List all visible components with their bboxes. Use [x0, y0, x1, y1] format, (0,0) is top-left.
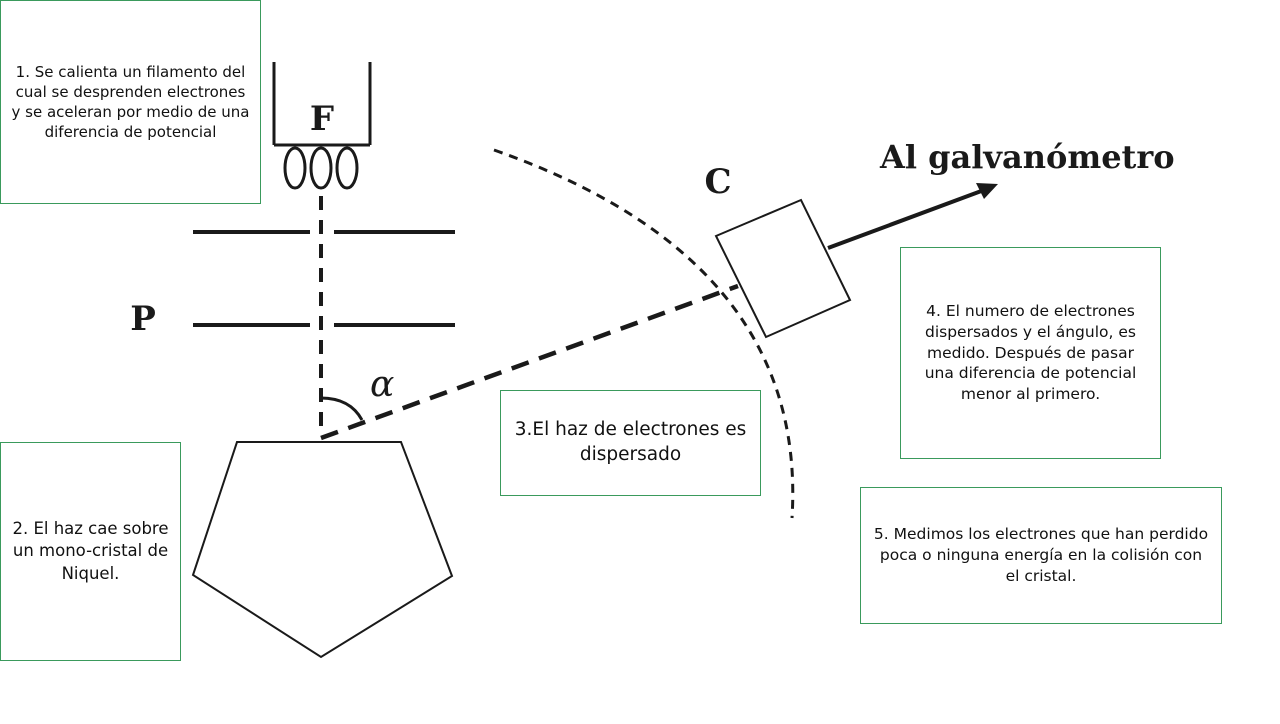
detector-collector: [714, 198, 852, 339]
detector-arc: [493, 148, 795, 519]
step-2-box: 2. El haz cae sobre un mono-cristal de N…: [0, 442, 181, 661]
nickel-crystal: [191, 441, 454, 659]
label-f: F: [310, 99, 334, 139]
angle-arc: [320, 396, 364, 421]
step-5-text: 5. Medimos los electrones que han perdid…: [873, 525, 1209, 585]
scattered-beam: [320, 283, 739, 441]
step-5-box: 5. Medimos los electrones que han perdid…: [860, 487, 1222, 624]
step-4-text: 4. El numero de electrones dispersados y…: [924, 301, 1137, 404]
galvanometer-arrowhead: [976, 183, 998, 199]
label-galvanometer: Al galvanómetro: [879, 138, 1175, 176]
step-3-box: 3.El haz de electrones es dispersado: [500, 390, 761, 496]
label-c: C: [704, 162, 731, 202]
step-4-box: 4. El numero de electrones dispersados y…: [900, 247, 1161, 459]
step-2-text: 2. El haz cae sobre un mono-cristal de N…: [12, 519, 169, 583]
step-3-text: 3.El haz de electrones es dispersado: [514, 419, 747, 465]
label-p: P: [130, 299, 156, 339]
accelerating-plates: [193, 230, 455, 327]
filament-housing: [272, 62, 372, 147]
step-1-text: 1. Se calienta un filamento del cual se …: [11, 62, 250, 142]
label-alpha: α: [370, 364, 394, 405]
filament-coils: [283, 146, 359, 190]
galvanometer-arrow-line: [827, 188, 985, 250]
step-1-box: 1. Se calienta un filamento del cual se …: [0, 0, 261, 204]
